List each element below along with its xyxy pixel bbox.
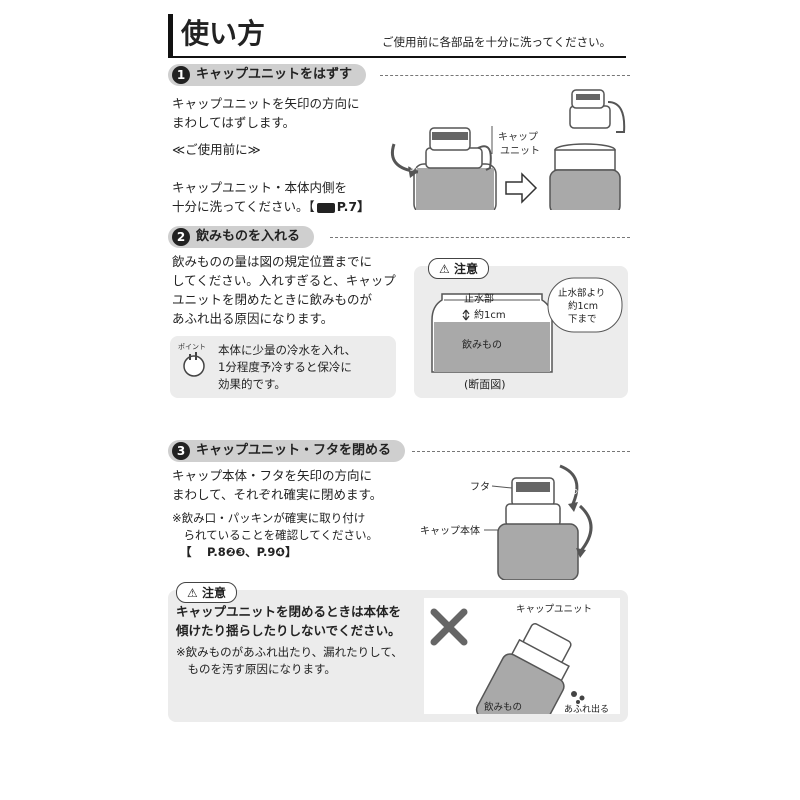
step2-figure-caption: (断面図)	[464, 377, 506, 391]
closing-overflow-label: あふれ出る	[564, 703, 609, 714]
point-badge: ポイント	[178, 343, 206, 351]
prohibited-x-icon	[430, 608, 468, 646]
step3-heading-text: キャップユニット・フタを閉める	[196, 443, 392, 458]
step2-heading-text: 飲みものを入れる	[196, 229, 301, 244]
1cm-arrow-icon	[462, 309, 470, 321]
step3-body: キャップ本体・フタを矢印の方向に まわして、それぞれ確実に閉めます。	[172, 468, 383, 502]
step3-divider	[412, 451, 630, 452]
page-title: 使い方	[168, 14, 265, 58]
step2-divider	[330, 237, 630, 238]
step2-caution-tag: ⚠ 注意	[428, 258, 489, 279]
step1-note-title: ≪ご使用前に≫	[172, 142, 261, 157]
step3-lid-label: フタ	[470, 481, 490, 493]
step1-number: 1	[172, 66, 190, 84]
closing-caution-label: 注意	[201, 586, 226, 600]
intro-text: ご使用前に各部品を十分に洗ってください。	[382, 35, 612, 49]
step3-ref: 【 P.8❷❸、P.9❹】	[180, 545, 297, 559]
step2-number: 2	[172, 228, 190, 246]
warning-triangle-icon: ⚠	[187, 586, 198, 600]
title-underline	[168, 56, 626, 58]
step1-heading: 1 キャップユニットをはずす	[168, 64, 367, 86]
step1-note-ref: P.7】	[336, 199, 370, 214]
step1-figure: まわす キャップユニット	[391, 89, 626, 210]
step2-liquid-label: 飲みもの	[462, 338, 502, 351]
step3-figure: フタ キャップ本体 まわす	[420, 464, 593, 580]
closing-caution-text: キャップユニットを閉めるときは本体を 傾けたり揺らしたりしないでください。	[176, 604, 402, 638]
tilted-bottle-figure: キャップユニット 飲みもの あふれ出る	[430, 604, 609, 743]
closing-cap-label: キャップユニット	[516, 604, 592, 615]
point-hand-icon: ポイント	[178, 343, 206, 377]
closing-caution-figure-panel: キャップユニット 飲みもの あふれ出る	[424, 598, 620, 743]
step2-body: 飲みものの量は図の規定位置までに してください。入れすぎると、キャップ ユニット…	[172, 254, 396, 326]
step3-heading: 3 キャップユニット・フタを閉める	[168, 440, 406, 462]
step1-divider	[380, 75, 630, 76]
step1-body: キャップユニットを矢印の方向に まわしてはずします。	[172, 96, 360, 130]
step3-turn-label: まわす	[562, 487, 586, 496]
step1-heading-text: キャップユニットをはずす	[196, 67, 353, 82]
closing-caution-box: ⚠ 注意 キャップユニットを閉めるときは本体を 傾けたり揺らしたりしないでくださ…	[168, 582, 628, 743]
step1-note: キャップユニット・本体内側を 十分に洗ってください。【P.7】	[172, 159, 370, 216]
closing-liquid-label: 飲みもの	[484, 701, 522, 713]
step2-1cm-label: 約1cm	[474, 308, 506, 321]
closing-caution-tag: ⚠ 注意	[176, 582, 237, 603]
step3-body-label: キャップ本体	[420, 524, 480, 537]
step3-number: 3	[172, 442, 190, 460]
step2-stopper-label: 止水部	[464, 292, 494, 305]
reference-pointer-icon	[316, 202, 335, 213]
step1-figure-label: キャップユニット	[498, 131, 540, 157]
step3-note: ※飲み口・パッキンが確実に取り付け られていることを確認してください。	[172, 511, 378, 542]
point-text: 本体に少量の冷水を入れ、 1分程度予冷すると保冷に 効果的です。	[218, 343, 357, 391]
closing-caution-note: ※飲みものがあふれ出たり、漏れたりして、 ものを汚す原因になります。	[176, 645, 403, 676]
point-box: ポイント 本体に少量の冷水を入れ、 1分程度予冷すると保冷に 効果的です。	[170, 336, 396, 398]
step1-note-body: キャップユニット・本体内側を 十分に洗ってください。【	[172, 180, 348, 214]
step2-caution-label: 注意	[453, 262, 478, 276]
step2-heading: 2 飲みものを入れる	[168, 226, 315, 248]
warning-triangle-icon: ⚠	[439, 262, 450, 276]
step1-arrow-icon	[505, 172, 538, 204]
